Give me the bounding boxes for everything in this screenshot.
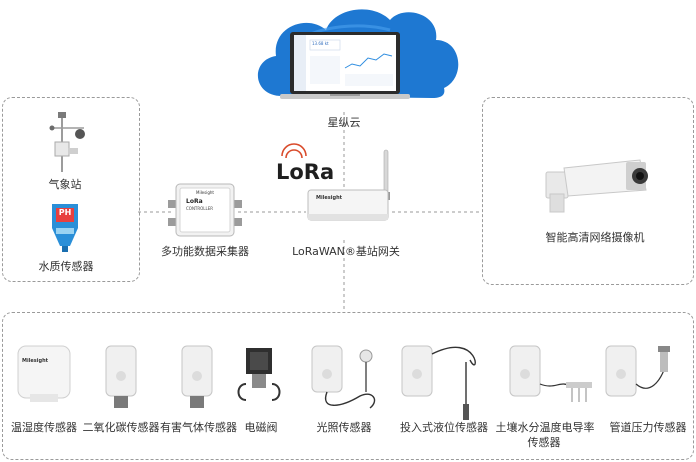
solenoid-valve-icon xyxy=(237,348,281,401)
sensor-co2-icon xyxy=(105,345,137,408)
controller-device-text-1: LoRa xyxy=(186,198,203,205)
sensor-pipe-pressure-icon xyxy=(605,345,670,397)
sensor-label-submersible: 投入式液位传感器 xyxy=(400,421,488,434)
water-quality-sensor-icon xyxy=(52,204,78,252)
sensor-light-icon xyxy=(311,345,376,409)
sensor-soil-icon xyxy=(509,345,592,402)
sensor-temp-humidity-brand: Milesight xyxy=(22,358,49,364)
controller-device-icon xyxy=(168,183,242,237)
sensor-label-pipe-pressure: 管道压力传感器 xyxy=(609,421,687,434)
sensor-temp-humidity-icon xyxy=(17,345,71,402)
sensor-label-light: 光照传感器 xyxy=(316,421,372,434)
sensor-label-soil: 土壤水分温度电导率 xyxy=(495,421,595,434)
camera-label: 智能高清网络摄像机 xyxy=(545,231,645,244)
sensor-label-temp-humidity: 温湿度传感器 xyxy=(11,421,77,434)
sensor-label-harmful-gas: 有害气体传感器 xyxy=(160,421,237,434)
lora-wave-icon xyxy=(281,143,307,159)
gateway-label: LoRaWAN®基站网关 xyxy=(292,245,400,258)
laptop-base xyxy=(280,94,410,99)
weather-station-icon xyxy=(49,112,85,172)
laptop-chart-line xyxy=(344,53,393,69)
controller-device-text-2: CONTROLLER xyxy=(186,206,214,211)
ph-badge: PH xyxy=(58,208,72,217)
gateway-brand: Milesight xyxy=(316,195,343,201)
controller-brand: Milesight xyxy=(196,190,214,195)
sensor-submersible-level-icon xyxy=(401,345,476,420)
left-device-panel xyxy=(2,97,140,282)
cloud-label: 星纵云 xyxy=(327,116,361,129)
laptop-screen-value: 13.68 kt xyxy=(312,41,329,46)
sensor-label-soil-line2: 传感器 xyxy=(527,436,561,449)
sensor-panel xyxy=(2,312,694,460)
lora-logo: LoRa xyxy=(276,160,335,184)
water-sensor-label: 水质传感器 xyxy=(38,260,94,273)
network-camera-icon xyxy=(545,159,648,213)
sensor-label-solenoid: 电磁阀 xyxy=(244,421,278,434)
controller-label: 多功能数据采集器 xyxy=(161,245,249,258)
sensor-label-co2: 二氧化碳传感器 xyxy=(82,421,160,434)
camera-panel xyxy=(482,97,694,285)
sensor-harmful-gas-icon xyxy=(181,345,213,408)
weather-station-label: 气象站 xyxy=(48,178,82,191)
gateway-device-icon xyxy=(307,149,390,221)
